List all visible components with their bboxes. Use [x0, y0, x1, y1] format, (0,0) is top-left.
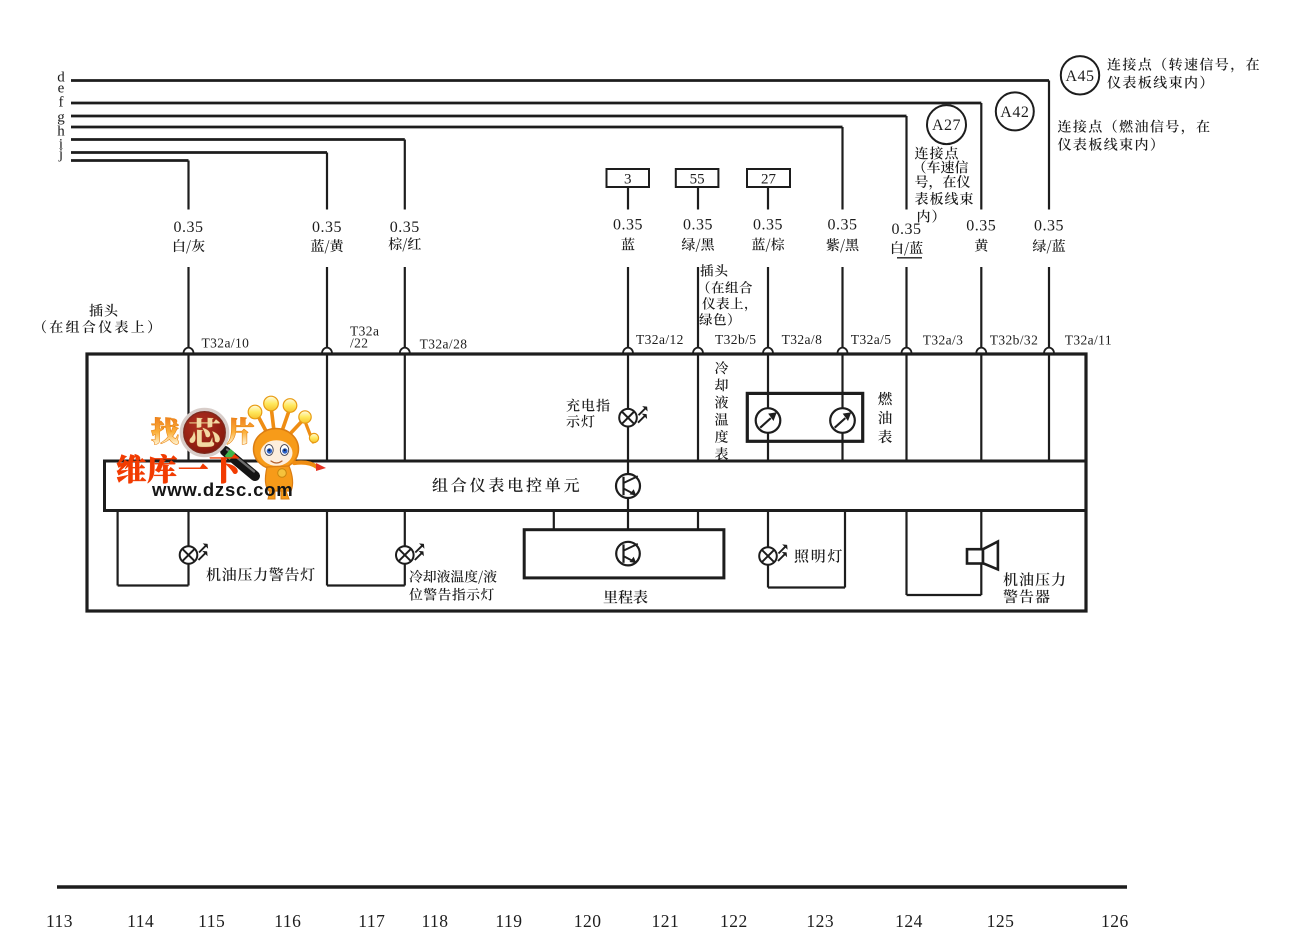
svg-text:T32a/5: T32a/5	[851, 332, 892, 347]
svg-text:T32a/3: T32a/3	[923, 333, 964, 348]
svg-text:0.35: 0.35	[828, 217, 858, 234]
svg-text:j: j	[58, 147, 63, 163]
svg-text:126: 126	[1101, 911, 1129, 931]
svg-text:55: 55	[690, 172, 705, 188]
svg-text:123: 123	[806, 911, 834, 931]
svg-text:T32b/32: T32b/32	[990, 333, 1039, 348]
svg-text:A42: A42	[1000, 104, 1029, 121]
svg-text:0.35: 0.35	[174, 219, 204, 236]
svg-text:0.35: 0.35	[892, 221, 922, 238]
svg-text:124: 124	[895, 911, 923, 931]
svg-text:3: 3	[624, 172, 632, 188]
svg-text:i: i	[59, 137, 63, 153]
svg-text:T32a/10: T32a/10	[202, 336, 250, 351]
svg-text:www.dzsc.com: www.dzsc.com	[151, 479, 294, 500]
svg-text:117: 117	[358, 911, 385, 931]
svg-text:122: 122	[720, 911, 748, 931]
svg-text:A45: A45	[1065, 68, 1094, 85]
svg-text:T32a/28: T32a/28	[420, 337, 468, 352]
svg-text:114: 114	[127, 911, 154, 931]
svg-text:118: 118	[421, 911, 448, 931]
svg-text:h: h	[57, 124, 65, 140]
svg-text:0.35: 0.35	[390, 219, 420, 236]
svg-text:121: 121	[652, 911, 680, 931]
svg-text:120: 120	[574, 911, 602, 931]
svg-text:f: f	[59, 95, 64, 111]
svg-text:T32a/11: T32a/11	[1065, 333, 1112, 348]
svg-text:T32a/12: T32a/12	[636, 332, 684, 347]
svg-text:0.35: 0.35	[613, 217, 643, 234]
svg-text:g: g	[57, 110, 65, 126]
svg-text:27: 27	[761, 172, 777, 188]
svg-text:/22: /22	[350, 336, 368, 351]
svg-text:T32a/8: T32a/8	[782, 332, 823, 347]
svg-text:0.35: 0.35	[312, 219, 342, 236]
svg-text:A27: A27	[932, 117, 961, 134]
svg-text:115: 115	[198, 911, 225, 931]
svg-text:119: 119	[495, 911, 522, 931]
svg-text:0.35: 0.35	[966, 218, 996, 235]
svg-text:113: 113	[46, 911, 73, 931]
svg-text:0.35: 0.35	[683, 217, 713, 234]
svg-text:e: e	[58, 81, 65, 97]
svg-text:T32a: T32a	[350, 324, 379, 339]
svg-text:125: 125	[987, 911, 1015, 931]
svg-text:d: d	[57, 70, 65, 86]
svg-text:0.35: 0.35	[753, 217, 783, 234]
svg-text:T32b/5: T32b/5	[715, 332, 756, 347]
svg-text:0.35: 0.35	[1034, 218, 1064, 235]
svg-text:116: 116	[274, 911, 301, 931]
